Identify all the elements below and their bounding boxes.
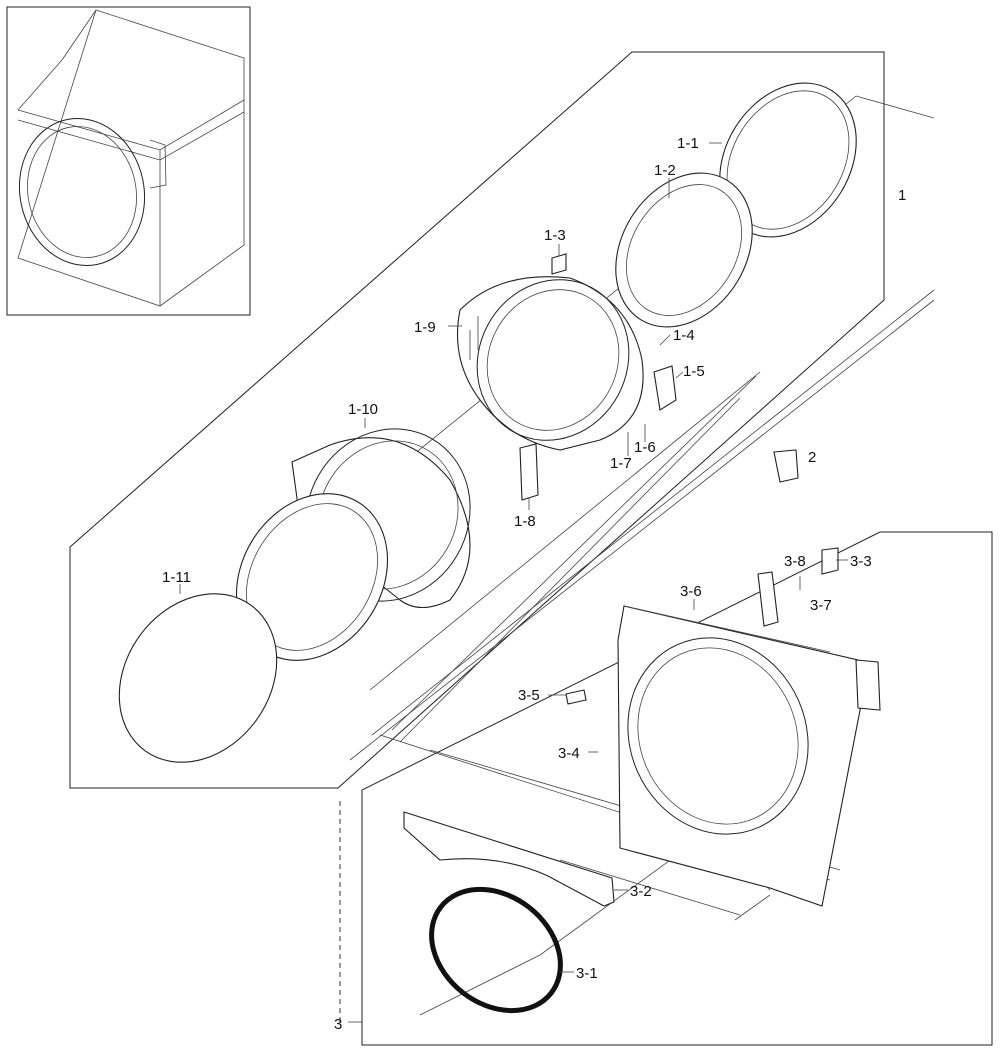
callout-1-5: 1-5 — [683, 363, 705, 380]
part-3-3-lock-switch — [821, 547, 839, 575]
callout-3-8: 3-8 — [784, 553, 806, 570]
callout-3-4: 3-4 — [558, 745, 580, 762]
part-1-3-hinge-cap — [551, 253, 567, 275]
callout-3-2: 3-2 — [630, 883, 652, 900]
callout-1-6: 1-6 — [634, 439, 656, 456]
callout-2: 2 — [808, 449, 816, 466]
callout-labels: 1 1-1 1-2 1-3 1-4 1-5 1-6 1-7 1-8 1-9 1-… — [162, 135, 906, 1033]
callout-1-10: 1-10 — [348, 401, 378, 418]
part-3-5-screw — [565, 689, 587, 705]
callout-3-3: 3-3 — [850, 553, 872, 570]
callout-1-2: 1-2 — [654, 162, 676, 179]
part-1-9-door-frame — [457, 276, 644, 451]
callout-3-5: 3-5 — [518, 687, 540, 704]
part-1-8-door-hinge — [519, 443, 539, 501]
callout-3-7: 3-7 — [810, 597, 832, 614]
callout-1-3: 1-3 — [544, 227, 566, 244]
part-3-7-side-bracket — [855, 659, 881, 711]
callout-1-1: 1-1 — [677, 135, 699, 152]
door-glass-disk — [118, 593, 278, 763]
door-assembly-boundary — [69, 51, 885, 789]
part-1-1-door-rim — [719, 82, 857, 238]
callout-3-6: 3-6 — [680, 583, 702, 600]
callout-1: 1 — [898, 187, 906, 204]
front-panel-boundary — [339, 531, 993, 1046]
part-3-2-lower-trim — [403, 811, 615, 907]
part-2-clip — [773, 449, 799, 483]
callout-3-1: 3-1 — [576, 965, 598, 982]
part-1-5-door-hook — [653, 365, 677, 411]
callout-leaders — [179, 142, 848, 1023]
callout-1-8: 1-8 — [514, 513, 536, 530]
callout-1-4: 1-4 — [673, 327, 695, 344]
callout-1-7: 1-7 — [610, 455, 632, 472]
part-3-front-panel — [617, 605, 863, 907]
part-1-2-door-glass — [615, 172, 753, 328]
callout-1-9: 1-9 — [414, 319, 436, 336]
part-3-1-gasket — [429, 886, 563, 1014]
part-3-6-bracket — [757, 571, 779, 627]
callout-1-11: 1-11 — [162, 569, 191, 586]
appliance-overview-inset — [6, 6, 251, 316]
callout-3: 3 — [334, 1016, 342, 1033]
